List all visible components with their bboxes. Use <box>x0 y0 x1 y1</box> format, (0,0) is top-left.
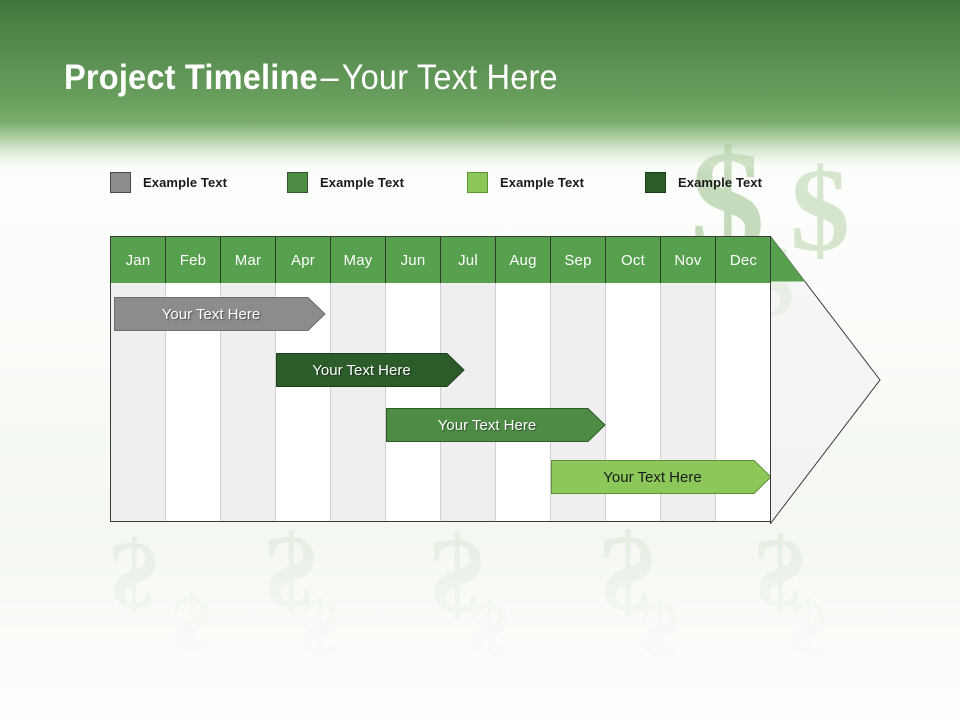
legend-swatch-gray <box>110 171 131 193</box>
legend-swatch-green <box>287 171 308 193</box>
bar-arrow-shape <box>114 297 326 331</box>
timeline-column-jan <box>111 237 166 521</box>
month-header-row: Jan Feb Mar Apr May Jun Jul Aug Sep Oct … <box>111 237 770 283</box>
month-cell-oct[interactable]: Oct <box>606 237 661 283</box>
timeline-bar-label: Your Text Here <box>437 416 537 434</box>
page-title-strong: Project Timeline <box>64 58 318 97</box>
month-cell-apr[interactable]: Apr <box>276 237 331 283</box>
month-cell-nov[interactable]: Nov <box>661 237 716 283</box>
timeline-bar[interactable]: Your Text Here <box>276 353 465 387</box>
timeline-bar[interactable]: Your Text Here <box>551 460 770 494</box>
timeline-column-aug <box>496 237 551 521</box>
month-cell-may[interactable]: May <box>331 237 386 283</box>
legend-item-label: Example Text <box>320 174 405 190</box>
page-title: Project Timeline–Your Text Here <box>64 58 558 98</box>
legend-item-label: Example Text <box>143 174 228 190</box>
legend-swatch-dark-green <box>645 171 666 193</box>
timeline-bar[interactable]: Your Text Here <box>386 408 606 442</box>
legend: Example Text Example Text Example Text E… <box>110 170 810 194</box>
timeline-bar-label: Your Text Here <box>312 361 411 379</box>
timeline-column-feb <box>166 237 221 521</box>
timeline-chart: Jan Feb Mar Apr May Jun Jul Aug Sep Oct … <box>110 236 771 522</box>
timeline-column-mar <box>221 237 276 521</box>
legend-item-label: Example Text <box>500 174 585 190</box>
timeline-bar-label: Your Text Here <box>603 468 702 486</box>
month-cell-dec[interactable]: Dec <box>716 237 770 283</box>
month-cell-jun[interactable]: Jun <box>386 237 441 283</box>
bar-arrow-shape <box>276 353 465 387</box>
timeline-grid: Jan Feb Mar Apr May Jun Jul Aug Sep Oct … <box>110 236 771 522</box>
month-cell-aug[interactable]: Aug <box>496 237 551 283</box>
header-banner-fade <box>0 122 960 174</box>
legend-item[interactable]: Example Text <box>287 170 404 194</box>
timeline-bar[interactable]: Your Text Here <box>114 297 326 331</box>
month-cell-sep[interactable]: Sep <box>551 237 606 283</box>
timeline-bar-label: Your Text Here <box>161 305 261 323</box>
month-cell-jan[interactable]: Jan <box>111 237 166 283</box>
legend-item[interactable]: Example Text <box>645 170 762 194</box>
bar-arrow-shape <box>386 408 606 442</box>
page-title-dash: – <box>320 58 339 97</box>
month-cell-feb[interactable]: Feb <box>166 237 221 283</box>
bar-arrow-shape <box>551 460 770 494</box>
month-cell-mar[interactable]: Mar <box>221 237 276 283</box>
legend-swatch-light-green <box>467 171 488 193</box>
legend-item[interactable]: Example Text <box>467 170 584 194</box>
page-title-light: Your Text Here <box>341 58 558 97</box>
legend-item[interactable]: Example Text <box>110 170 227 194</box>
header-banner <box>0 0 960 122</box>
legend-item-label: Example Text <box>678 174 763 190</box>
month-cell-jul[interactable]: Jul <box>441 237 496 283</box>
